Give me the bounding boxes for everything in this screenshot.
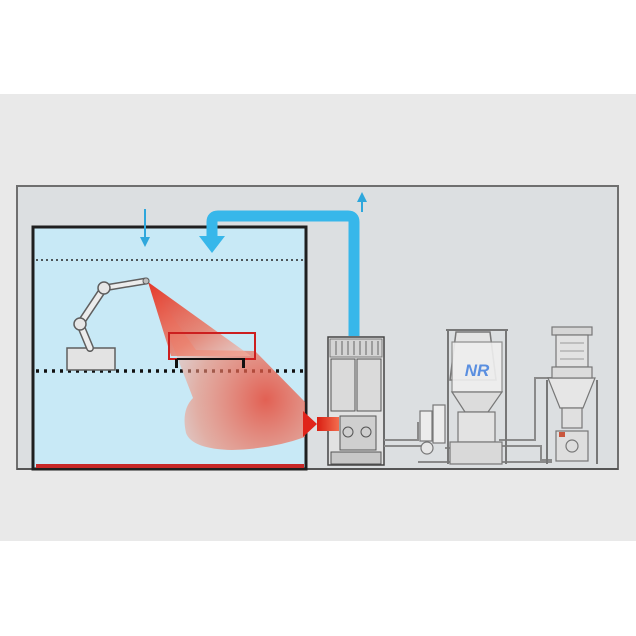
filter-unit <box>327 336 385 466</box>
spray-inlet-arrow <box>303 411 339 437</box>
down-arrow-icon <box>140 209 150 247</box>
spray-cone-icon <box>148 282 305 450</box>
workpiece <box>168 332 256 368</box>
bag-logo-text: NR <box>465 361 490 380</box>
curved-arrow-icon <box>199 210 360 336</box>
sieve-station <box>546 326 598 464</box>
bag-station: NR <box>419 329 508 465</box>
floor-overspray <box>36 464 304 468</box>
robot-arm-icon <box>66 277 150 371</box>
up-arrow-icon <box>357 192 367 212</box>
